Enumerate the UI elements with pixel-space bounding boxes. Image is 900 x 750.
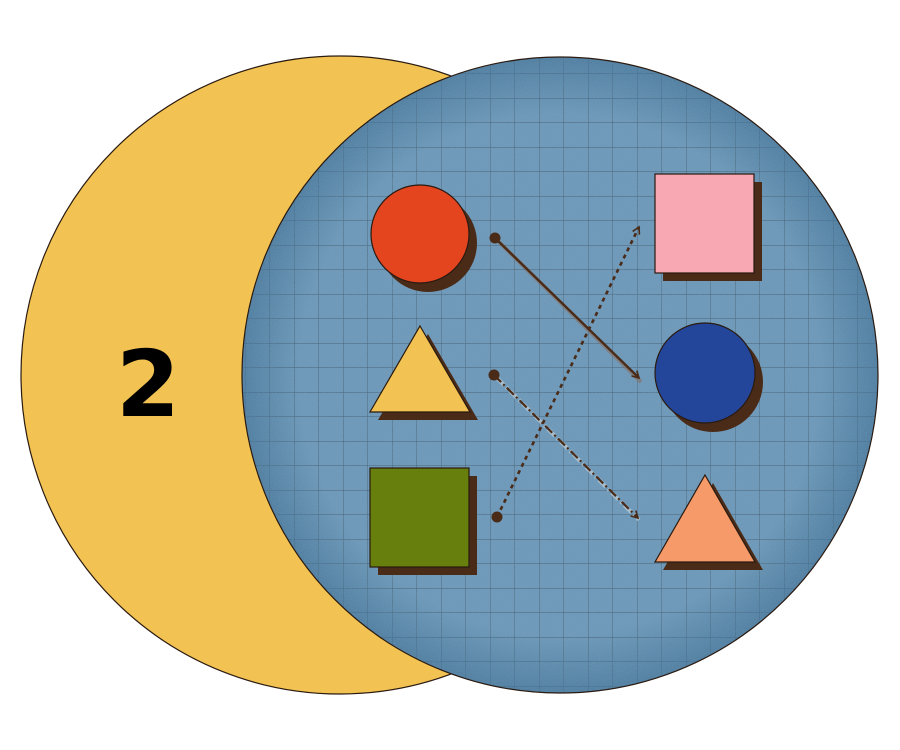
blue-circle-shape (654, 322, 763, 432)
yellow-triangle-shape (368, 324, 478, 420)
right-circle (241, 56, 879, 694)
arrow-square-to-square (491, 227, 640, 523)
arrow-triangle-to-triangle (488, 369, 641, 522)
pink-square-shape (654, 173, 762, 281)
green-square-shape (369, 467, 477, 575)
red-circle-shape (370, 184, 477, 292)
step-number: 2 (116, 331, 180, 438)
arrow-circle-to-circle (489, 232, 643, 384)
orange-triangle-shape (653, 473, 763, 570)
